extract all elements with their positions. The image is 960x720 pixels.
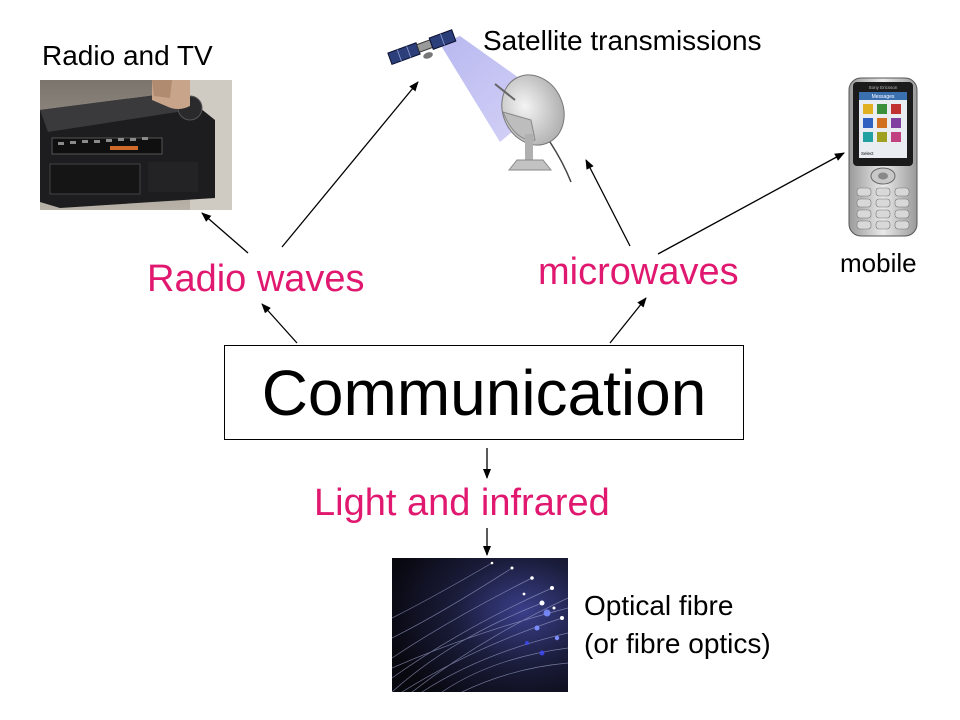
arrow-radio-waves-to-satellite — [281, 81, 419, 248]
leaf-satellite: Satellite transmissions — [483, 25, 762, 56]
leaf-optical-fibre-line2: (or fibre optics) — [584, 628, 771, 659]
optical-fibre-image — [392, 558, 568, 692]
arrow-communication-to-microwaves — [609, 297, 647, 344]
phone-menu-text: Messages — [872, 94, 895, 100]
satellite-image — [385, 22, 585, 187]
branch-light-infrared: Light and infrared — [314, 482, 610, 524]
phone-brand-text: Sony Ericsson — [869, 85, 898, 90]
arrow-microwaves-to-satellite-dish — [585, 159, 631, 247]
phone-softkey-text: Select — [861, 151, 874, 156]
central-node-communication: Communication — [224, 345, 744, 440]
leaf-optical-fibre-line1: Optical fibre — [584, 590, 734, 621]
branch-radio-waves: Radio waves — [147, 258, 365, 300]
mobile-phone-image: Sony Ericsson Messages Select — [845, 76, 921, 238]
branch-microwaves: microwaves — [538, 251, 739, 293]
central-node-label: Communication — [261, 356, 707, 429]
arrow-radio-waves-to-radio-tv — [201, 212, 249, 254]
radio-tv-image — [40, 80, 232, 210]
leaf-mobile: mobile — [840, 248, 917, 278]
arrow-microwaves-to-mobile — [657, 152, 845, 255]
leaf-radio-tv: Radio and TV — [42, 40, 213, 71]
arrow-communication-to-radio-waves — [261, 303, 298, 344]
